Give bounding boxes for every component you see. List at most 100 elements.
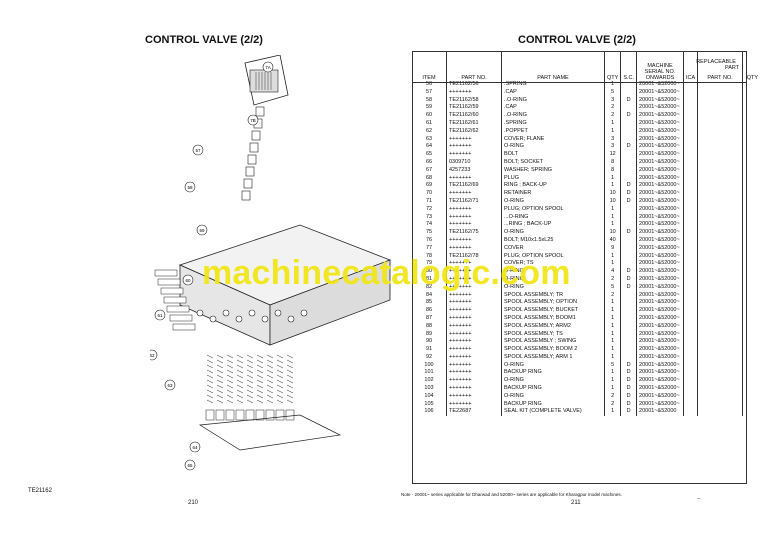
- callout-bubble: [196, 224, 208, 236]
- spool-cap: [235, 409, 245, 421]
- spring-coil: [276, 394, 284, 399]
- cell-serial: 20001~&52000~: [636, 112, 684, 120]
- spring-coil: [206, 399, 214, 404]
- cell-item: 73: [425, 213, 433, 220]
- cell-replaceable-qty: [741, 81, 762, 89]
- spring-coil: [206, 394, 214, 399]
- footnote: Note - 20001~ series applicable for Dhar…: [401, 492, 622, 497]
- cell-part-no: TE21162/78: [446, 252, 502, 261]
- cell-item: 74: [425, 221, 433, 228]
- cell-qty: 2: [603, 104, 621, 113]
- cell-item: 63: [425, 135, 433, 142]
- cell-sc: D: [620, 112, 637, 120]
- cell-part-no: +++++++: [446, 283, 502, 292]
- cell-serial: 20001~&52000~: [636, 236, 684, 245]
- cell-sc: [620, 260, 637, 269]
- cell-qty: 12: [603, 151, 621, 159]
- cell-replaceable-part-no: [697, 392, 743, 401]
- left-page-number: 210: [188, 500, 199, 506]
- cell-item: 76: [425, 236, 433, 243]
- spring-coil: [276, 359, 284, 364]
- cell-part-name: SPOOL ASSEMBLY; ARM2: [501, 322, 605, 331]
- cell-item: 56: [425, 81, 433, 87]
- cell-ica: [683, 190, 698, 198]
- spring-coil: [236, 354, 244, 359]
- cell-part-no: +++++++: [446, 244, 502, 253]
- cell-qty: 1: [603, 408, 621, 417]
- cell-part-name: SPOOL ASSEMBLY; ARM 1: [501, 353, 605, 362]
- cell-serial: 20001~&52000~: [636, 307, 684, 315]
- spool-cap: [285, 409, 295, 421]
- callout-bubble: [262, 61, 274, 73]
- spring-coil: [256, 374, 264, 379]
- cell-replaceable-part-no: [697, 408, 743, 417]
- cell-qty: 2: [603, 392, 621, 401]
- cell-part-name: O-RING: [501, 361, 605, 370]
- cell-part-name: PLUG; OPTION SPOOL: [501, 252, 605, 261]
- spring-coil: [236, 379, 244, 384]
- cell-qty: 1: [603, 221, 621, 230]
- cell-ica: [683, 119, 698, 128]
- cell-replaceable-part-no: [697, 307, 743, 315]
- cell-serial: 20001~&52000~: [636, 275, 684, 284]
- cell-item: 71: [425, 197, 433, 204]
- cell-part-name: .POPPET: [501, 127, 605, 136]
- spring-coil: [256, 369, 264, 374]
- callout-label: 63: [167, 383, 173, 388]
- cell-part-no: +++++++: [446, 275, 502, 284]
- callout-bubble: [150, 349, 158, 361]
- cell-sc: D: [620, 197, 637, 206]
- cell-item: 79: [425, 260, 433, 267]
- spring-coil: [266, 374, 274, 379]
- cell-item: 60: [425, 112, 433, 119]
- cell-ica: [683, 127, 698, 136]
- cell-replaceable-part-no: [697, 353, 743, 362]
- callout-label: 64: [192, 445, 198, 450]
- header-sc: S.C.: [620, 51, 637, 81]
- spool-part: [249, 142, 259, 153]
- cell-sc: [620, 205, 637, 214]
- cell-part-no: TE21162/71: [446, 197, 502, 206]
- callout-bubble: [164, 379, 176, 391]
- header-ica: ICA: [683, 51, 698, 81]
- cell-serial: 20001~&52000~: [636, 299, 684, 308]
- callout-label: 65: [187, 463, 193, 468]
- cell-sc: D: [620, 182, 637, 191]
- cell-ica: [683, 143, 698, 152]
- spring-coil: [246, 374, 254, 379]
- spring-coil: [276, 374, 284, 379]
- spring-coil: [266, 364, 274, 369]
- spring-coil: [246, 389, 254, 394]
- cell-part-name: O-RING: [501, 275, 605, 284]
- cell-replaceable-qty: [741, 369, 762, 378]
- cell-serial: 20001~&52000~: [636, 330, 684, 339]
- header-serial-line2: SERIAL NO.: [644, 69, 676, 75]
- cell-replaceable-part-no: [697, 119, 743, 128]
- cell-qty: 5: [603, 88, 621, 97]
- spring-coil: [236, 364, 244, 369]
- cell-qty: 9: [603, 244, 621, 253]
- cell-replaceable-qty: [741, 112, 762, 120]
- cell-serial: 20001~&52000~: [636, 314, 684, 323]
- spring-coil: [276, 384, 284, 389]
- cell-part-no: +++++++: [446, 346, 502, 354]
- cell-ica: [683, 166, 698, 175]
- cell-part-no: +++++++: [446, 385, 502, 393]
- cell-ica: [683, 291, 698, 300]
- cell-replaceable-part-no: [697, 96, 743, 105]
- header-replaceable-line1: REPLACEABLE: [696, 59, 736, 65]
- cell-sc: D: [620, 361, 637, 370]
- cell-item: 101: [424, 369, 434, 376]
- cell-item: 59: [425, 104, 433, 111]
- cell-replaceable-qty: [741, 307, 762, 315]
- cell-serial: 20001~&52000~: [636, 88, 684, 97]
